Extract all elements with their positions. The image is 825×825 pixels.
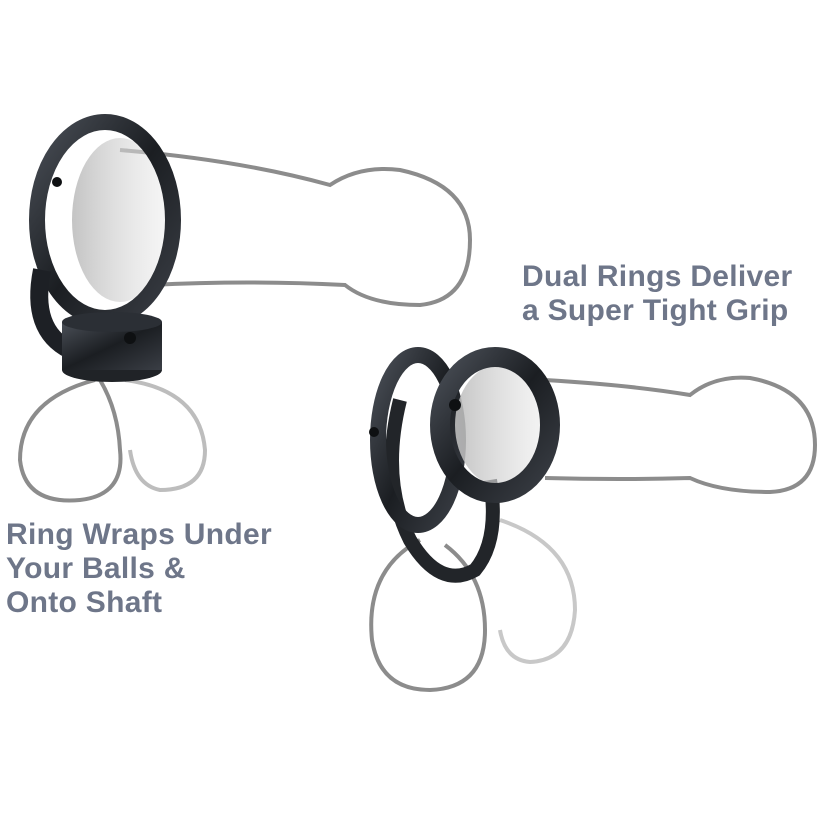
caption-ring-wraps: Ring Wraps Under Your Balls & Onto Shaft: [6, 518, 272, 620]
single-wrap-ring-diagram: [17, 114, 473, 503]
caption-line: Ring Wraps Under: [6, 518, 272, 551]
caption-line: a Super Tight Grip: [522, 294, 789, 327]
caption-dual-rings: Dual Rings Deliver a Super Tight Grip: [522, 260, 792, 328]
caption-line: Your Balls &: [6, 552, 186, 585]
caption-line: Dual Rings Deliver: [522, 260, 793, 293]
dual-ring-diagram: [369, 347, 818, 693]
caption-line: Onto Shaft: [6, 586, 163, 619]
